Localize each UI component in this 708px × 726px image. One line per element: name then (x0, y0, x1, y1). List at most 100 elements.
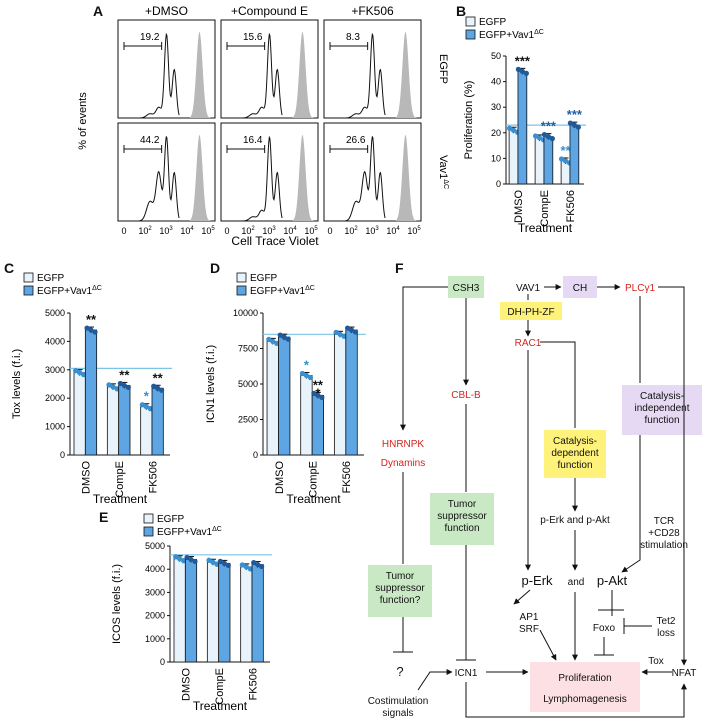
tsf-q-box (368, 565, 432, 617)
legend-label-egfp: EGFP (250, 273, 278, 284)
data-point (117, 380, 123, 387)
data-point (274, 340, 280, 346)
bar (218, 563, 231, 663)
data-point (184, 554, 190, 561)
histogram-trace (235, 32, 283, 119)
significance-label: ** (560, 143, 571, 158)
histogram-frame (323, 19, 422, 119)
category-label: DMSO (274, 461, 286, 494)
histogram-trace (235, 135, 283, 222)
category-label: DMSO (181, 668, 193, 701)
row-label-sup: ΔC (442, 179, 449, 189)
data-point (523, 70, 529, 76)
panel-letter-b: B (456, 3, 466, 19)
x-tick-sup: 3 (169, 226, 173, 232)
data-point (281, 334, 287, 340)
y-tick-label: 20 (491, 128, 501, 138)
tet2-label-line: loss (657, 628, 675, 639)
cat-dep-label-line: Catalysis- (553, 436, 597, 447)
legend-swatch (465, 16, 476, 27)
x-tick-label: 102 (241, 226, 255, 236)
data-point (506, 125, 513, 131)
data-point (549, 136, 555, 142)
y-axis-label: ICN1 levels (f.i.) (205, 345, 217, 423)
bar (240, 566, 253, 663)
legend-swatch (465, 29, 476, 40)
bar (569, 124, 580, 185)
cat-dep-label-line: function (557, 460, 592, 471)
significance-label: * (304, 357, 310, 372)
data-point (510, 127, 517, 133)
x-tick-label: 0 (224, 226, 229, 236)
data-point (243, 564, 249, 570)
costim-label-line: signals (382, 708, 413, 719)
significance-label: ** (153, 370, 164, 385)
gate-value: 16.4 (243, 135, 263, 146)
gate-value: 8.3 (346, 32, 360, 43)
costim-label-line: Costimulation (368, 696, 429, 707)
x-tick-label: 105 (304, 226, 318, 236)
data-point (299, 370, 306, 377)
data-point (348, 327, 355, 333)
data-point (217, 558, 223, 565)
ap1-label-line: SRF (519, 624, 539, 635)
data-point (143, 404, 149, 410)
legend-sup: ΔC (534, 29, 544, 36)
x-axis-label: Cell Trace Violet (231, 234, 319, 248)
panel-letter-a: A (93, 3, 103, 19)
x-tick-label: 102 (344, 226, 358, 236)
reference-peak (395, 31, 418, 118)
row-label-vav1: Vav1ΔC (437, 155, 449, 189)
y-tick-label: 10000 (233, 308, 258, 318)
legend-sup: ΔC (212, 526, 222, 533)
y-tick-label: 5000 (238, 379, 258, 389)
data-point (221, 560, 227, 567)
x-tick-label: 104 (386, 226, 400, 236)
data-point (352, 329, 359, 335)
category-label: FK506 (247, 668, 259, 700)
category-label: CompE (539, 190, 551, 227)
bar (251, 564, 264, 663)
data-point (188, 556, 194, 563)
data-point (319, 394, 325, 400)
y-tick-label: 4000 (45, 336, 65, 346)
panel-f-diagram: CSH3 VAV1 CH PLCγ1 DH-PH-ZF RAC1 CBL-B H… (368, 276, 702, 719)
x-tick-label: 0 (121, 226, 126, 236)
reference-peak (189, 134, 212, 221)
y-tick-label: 4000 (145, 564, 165, 574)
y-tick-label: 2000 (145, 611, 165, 621)
y-axis-label: % of events (77, 92, 89, 150)
bar (173, 558, 186, 663)
lymph-label: Lymphomagenesis (543, 694, 627, 705)
data-point (255, 561, 261, 568)
y-axis-label: ICOS levels (f.i.) (111, 564, 123, 644)
significance-label: ** (86, 312, 97, 327)
data-point (307, 374, 314, 381)
histogram-trace (132, 32, 180, 119)
panel-letter-c: C (4, 260, 14, 276)
gate-value: 44.2 (140, 135, 160, 146)
column-title: +DMSO (145, 4, 188, 18)
data-point (266, 336, 272, 342)
cat-dep-box (544, 430, 606, 478)
tsf-label-line: suppressor (437, 511, 487, 522)
legend-label-vav1: EGFP+Vav1ΔC (157, 526, 222, 538)
bar (543, 136, 554, 185)
bar (184, 559, 198, 663)
tet2-label-line: Tet2 (657, 616, 676, 627)
ch-box (563, 276, 597, 298)
row-label-egfp: EGFP (437, 54, 449, 84)
column-title: +Compound E (231, 4, 308, 18)
data-point (173, 554, 179, 560)
csh3-box (448, 276, 484, 298)
y-axis-label: Tox levels (f.i.) (11, 349, 23, 419)
y-tick-label: 1000 (145, 634, 165, 644)
data-point (571, 122, 577, 128)
x-tick-sup: 3 (375, 226, 379, 232)
panel-letter-d: D (210, 260, 220, 276)
data-point (121, 382, 127, 389)
category-label: FK506 (147, 461, 159, 493)
bar (278, 336, 291, 456)
